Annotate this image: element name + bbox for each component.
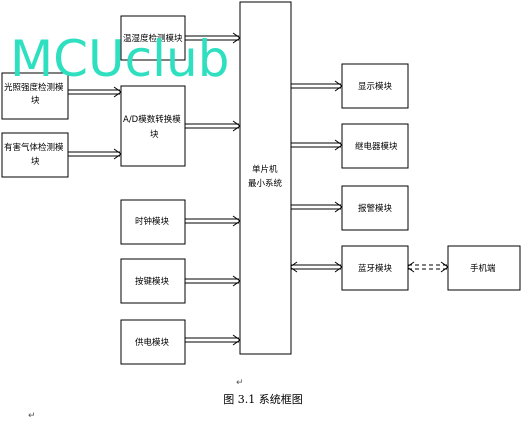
clock-module-label: 时钟模块 xyxy=(135,216,170,227)
arrow-gas-to-ad xyxy=(68,148,122,160)
ad-converter-module-label-line2: 块 xyxy=(150,129,159,140)
relay-module-label: 继电器模块 xyxy=(355,141,398,152)
figure-caption: 图 3.1 系统框图 xyxy=(223,393,303,406)
power-module-box: 供电模块 xyxy=(120,319,186,365)
light-module-box: 光照强度检测模 块 xyxy=(1,72,69,120)
relay-module-box: 继电器模块 xyxy=(341,123,409,169)
return-mark-bottom: ↵ xyxy=(28,411,36,421)
return-mark-top: ↵ xyxy=(236,378,244,388)
temp-humidity-module-label: 温湿度检测模块 xyxy=(123,33,183,44)
arrow-bluetooth-phone-wireless xyxy=(406,261,449,273)
mcu-minimum-system-box: 单片机 最小系统 xyxy=(239,1,292,355)
gas-module-label-line1: 有害气体检测模 xyxy=(4,142,64,153)
power-module-label: 供电模块 xyxy=(135,337,170,348)
mcu-label-line1: 单片机 xyxy=(252,164,278,175)
phone-box: 手机端 xyxy=(447,245,521,291)
arrow-power-to-mcu xyxy=(185,334,241,346)
display-module-label: 显示模块 xyxy=(358,81,393,92)
clock-module-box: 时钟模块 xyxy=(120,199,186,245)
keys-module-label: 按键模块 xyxy=(135,276,170,287)
display-module-box: 显示模块 xyxy=(341,63,409,109)
ad-converter-module-label-line1: A/D模数转换模 xyxy=(123,114,181,125)
alarm-module-box: 报警模块 xyxy=(341,185,409,231)
arrow-ad-to-mcu xyxy=(185,120,241,132)
arrow-mcu-to-display xyxy=(291,80,343,92)
arrow-mcu-bluetooth-bidirectional xyxy=(289,261,343,273)
arrow-mcu-to-alarm xyxy=(291,201,343,213)
bluetooth-module-box: 蓝牙模块 xyxy=(341,245,409,291)
gas-module-label-line2: 块 xyxy=(31,156,40,167)
arrow-clock-to-mcu xyxy=(185,215,241,227)
ad-converter-module-box: A/D模数转换模 块 xyxy=(120,85,186,167)
arrow-light-to-ad xyxy=(68,86,122,98)
keys-module-box: 按键模块 xyxy=(120,258,186,304)
light-module-label-line1: 光照强度检测模 xyxy=(4,82,64,93)
temp-humidity-module-box: 温湿度检测模块 xyxy=(120,15,186,61)
mcu-label-line2: 最小系统 xyxy=(248,178,283,189)
mcuclub-watermark: MCUclub xyxy=(10,30,229,88)
bluetooth-module-label: 蓝牙模块 xyxy=(358,263,393,274)
arrow-keys-to-mcu xyxy=(185,275,241,287)
phone-label: 手机端 xyxy=(470,263,496,274)
gas-module-box: 有害气体检测模 块 xyxy=(1,132,69,178)
light-module-label-line2: 块 xyxy=(31,95,40,106)
alarm-module-label: 报警模块 xyxy=(358,203,393,214)
arrow-mcu-to-relay xyxy=(291,139,343,151)
